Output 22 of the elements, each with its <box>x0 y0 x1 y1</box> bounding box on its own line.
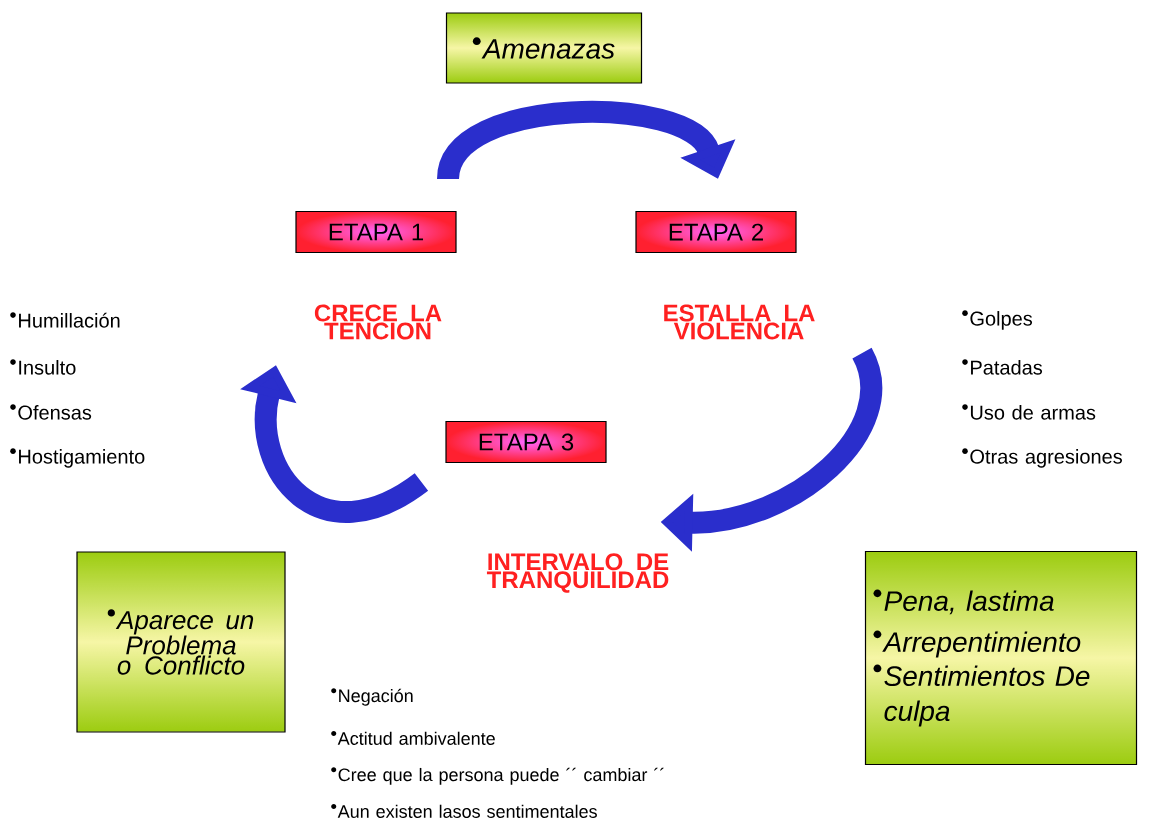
list-item: Patadas <box>962 359 1043 375</box>
list-item: Negación <box>331 688 413 706</box>
note-box: Amenazas <box>445 12 643 84</box>
curved-arrow <box>437 101 736 182</box>
note-box: Pena, lastima Arrepentimiento Sentimientos De culpa <box>864 550 1138 766</box>
list-item: Otras agresiones <box>962 448 1122 468</box>
list-item: Ofensas <box>10 404 92 420</box>
list-item: Humillación <box>10 312 120 328</box>
list-item: Cree que la persona puede ´´ cambiar ´´ <box>331 767 664 785</box>
stage-box: ETAPA 3 <box>445 420 607 464</box>
stage-box: ETAPA 2 <box>635 210 797 254</box>
list-item: Insulto <box>10 359 76 375</box>
stage-title: CRECE LA TENCION <box>314 304 442 340</box>
list-item: Actitud ambivalente <box>331 731 495 745</box>
note-box: Aparece un Problema o Conflicto <box>76 551 286 733</box>
list-item: Uso de armas <box>962 404 1096 420</box>
stage-box: ETAPA 1 <box>295 210 457 254</box>
list-item: Aun existen lasos sentimentales <box>331 804 597 818</box>
stage-title: INTERVALO DE TRANQUILIDAD <box>486 553 669 593</box>
list-item: Hostigamiento <box>10 448 145 468</box>
list-item: Golpes <box>962 310 1033 330</box>
stage-title: ESTALLA LA VIOLENCIA <box>664 304 815 340</box>
